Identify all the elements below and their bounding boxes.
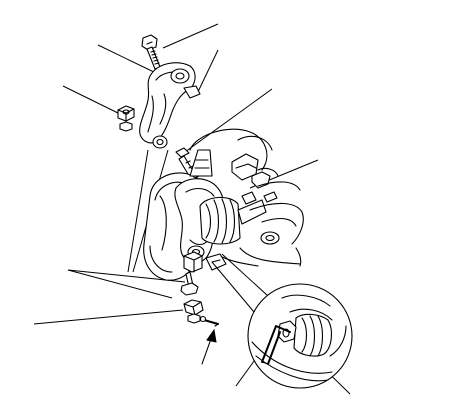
hex-wrench-detail-icon — [211, 253, 353, 389]
self-locking-nut-icon — [117, 105, 135, 132]
lower-arm-icon — [219, 181, 304, 267]
leader-arm — [97, 44, 159, 75]
bolt-upper-icon — [141, 34, 161, 70]
leader-joint-bolt — [184, 88, 273, 153]
leader-arm-right — [195, 49, 219, 97]
leader-nut-left — [62, 85, 121, 115]
lower-nut-icon — [183, 299, 204, 324]
upper-control-arm-icon — [139, 62, 201, 149]
direction-arrow-icon — [201, 328, 217, 365]
leader-lower-ball-b — [67, 269, 173, 299]
frame-upper-right-icon — [189, 128, 279, 189]
drive-shaft-icon — [199, 191, 278, 245]
lower-ball-joint-nut-icon — [180, 251, 227, 296]
leader-v-left — [127, 149, 149, 273]
cotter-pin-icon — [199, 315, 219, 327]
leader-lower-nut — [33, 309, 184, 325]
leader-bolt-upper — [162, 23, 219, 49]
